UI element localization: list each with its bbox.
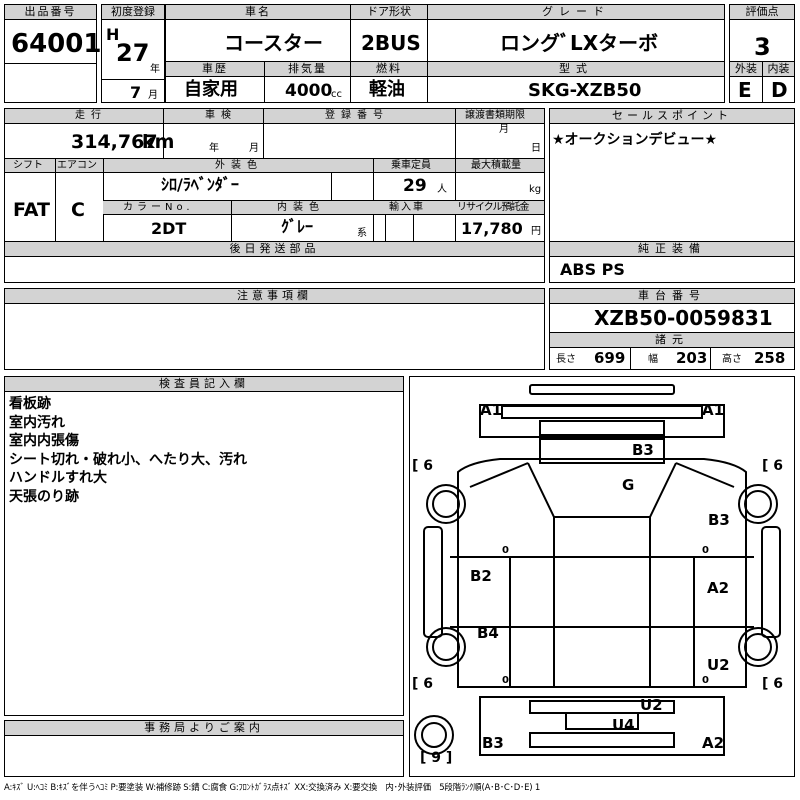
first-reg-box: 初度登録 H 27 年 7 月 [101,4,165,103]
displacement-box: 排気量 4000 cc [264,61,351,103]
damage-mark: U4 [612,716,635,734]
era: H [106,25,120,44]
lot-label: 出品番号 [5,5,96,20]
recycle-fee: 17,780 [461,219,523,238]
model-code: SKG-XZB50 [528,80,642,101]
inspector-note: シート切れ・破れ小、へたり大、汚れ [9,451,247,468]
tire-depth: [ 9 ] [420,750,453,766]
history-box: 車歴 自家用 [165,61,265,103]
grade: ロングﾞLXターボ [500,31,659,55]
capacity: 29 [403,176,427,196]
damage-mark: A2 [707,579,730,597]
inspector-note: ハンドルすれ大 [9,470,107,486]
inspector-note: 天張のり跡 [9,488,79,505]
details-box: 走行 車検 登録番号 譲渡書類期限 314,767 km 年 月 月 日 シフト… [4,108,545,242]
sales-points-box: セールスポイント ★オークションデビュー★ [549,108,795,242]
displacement: 4000 [285,81,333,101]
ext-grade-box: 外装 E [729,61,763,103]
lot-number: 64001 [11,29,102,59]
lot-box: 出品番号 64001 [4,4,101,103]
office-box: 事務局よりご案内 [4,720,404,777]
damage-mark: A1 [702,401,725,419]
model-box: 型式 SKG-XZB50 [427,61,725,103]
damage-mark: G [622,476,635,494]
svg-text:0: 0 [502,545,509,556]
length: 699 [594,349,626,367]
mileage: 314,767 [71,131,158,153]
name-box: 車名 コースター [165,4,351,62]
ext-grade: E [738,78,752,102]
tire-depth: [ 6 [412,458,434,474]
legend: A:ｷｽﾞ U:ﾍｺﾐ B:ｷｽﾞを伴うﾍｺﾐ P:要塗装 W:補修跡 S:錆 … [4,783,541,793]
sales-points: ★オークションデビュー★ [552,132,718,148]
score: 3 [754,33,771,61]
ac: C [71,199,85,221]
height: 258 [754,349,786,367]
damage-mark: U2 [707,656,730,674]
door-box: ドア形状 2BUS [350,4,428,62]
damage-mark: B3 [482,734,504,752]
damage-mark: B2 [470,567,492,585]
int-grade-box: 内装 D [762,61,795,103]
equipment-box: 純正装備 ABS PS [549,241,795,283]
width: 203 [676,349,708,367]
chassis-box: 車台番号 XZB50-0059831 諸元 長さ 699 幅 203 高さ 25… [549,288,795,370]
reg-month: 7 [130,83,142,102]
score-box: 評価点 3 [729,4,795,62]
inspector-box: 検査員記入欄 看板跡 室内汚れ 室内内張傷 シート切れ・破れ小、へたり大、汚れ … [4,376,404,716]
svg-text:0: 0 [702,545,709,556]
damage-mark: U2 [640,696,663,714]
svg-text:0: 0 [702,675,709,686]
reg-year: 27 [116,39,150,67]
inspector-note: 室内内張傷 [9,433,79,449]
grade-box: グレード ロングﾞLXターボ [427,4,725,62]
inspector-note: 室内汚れ [9,414,65,431]
damage-mark: B3 [708,511,730,529]
color-number: 2DT [151,219,187,238]
tire-depth: [ 6 [762,458,784,474]
interior-color: ｸﾞﾚｰ [281,217,314,236]
damage-mark: A2 [702,734,725,752]
door-type: 2BUS [361,31,421,55]
int-grade: D [771,78,788,102]
equipment: ABS PS [560,260,625,279]
first-reg-label: 初度登録 [102,5,164,20]
car-name: コースター [224,31,323,55]
tire-depth: [ 6 [762,676,784,692]
later-parts-box: 後日発送部品 [4,241,545,283]
inspector-note: 看板跡 [9,396,51,412]
chassis-number: XZB50-0059831 [594,306,773,330]
tire-depth: [ 6 [412,676,434,692]
exterior-color: ｼﾛ/ﾗﾍﾞﾝﾀﾞｰ [161,175,239,194]
fuel-box: 燃料 軽油 [350,61,428,103]
history: 自家用 [184,79,238,100]
svg-text:0: 0 [502,675,509,686]
damage-mark: B3 [632,441,654,459]
notes-box: 注意事項欄 [4,288,545,370]
damage-mark: A1 [480,401,503,419]
shift: FAT [13,199,50,221]
damage-mark: B4 [477,624,499,642]
fuel: 軽油 [369,79,405,100]
